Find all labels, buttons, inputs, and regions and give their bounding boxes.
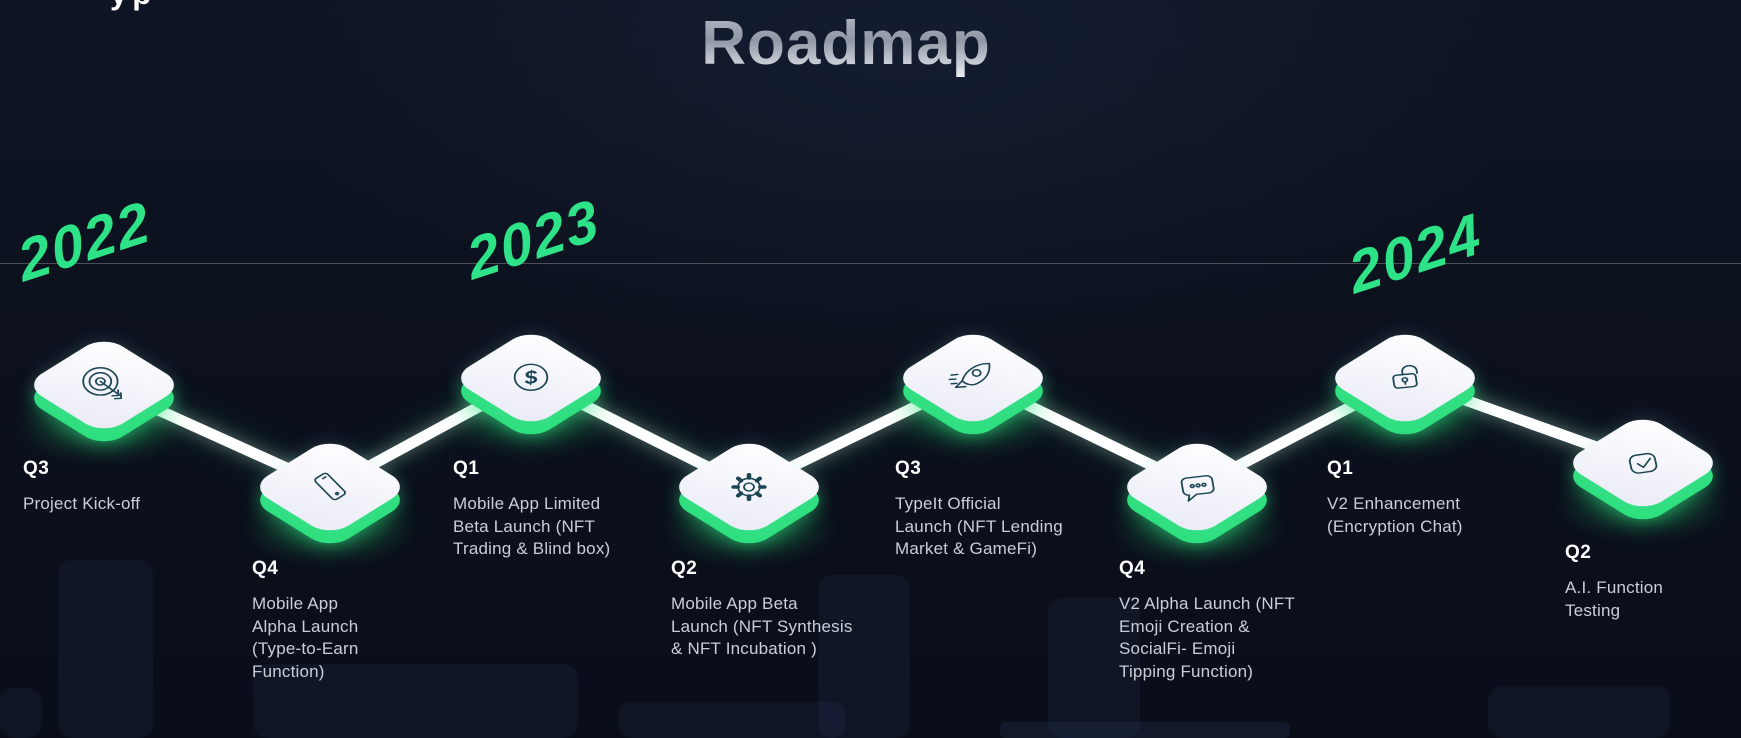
logo-fragment: yp [110,0,156,12]
milestone-text: Q3 TypeIt Official Launch (NFT Lending M… [895,458,1077,561]
milestone-text: Q3 Project Kick-off [23,458,205,516]
background-shape [618,702,846,738]
svg-text:$: $ [521,366,540,389]
page-title: Roadmap [701,9,991,78]
milestone-description: TypeIt Official Launch (NFT Lending Mark… [895,494,1063,558]
milestone-text: Q1 V2 Enhancement (Encryption Chat) [1327,458,1509,538]
milestone-text: Q4 V2 Alpha Launch (NFT Emoji Creation &… [1119,558,1301,683]
gear-icon [692,442,806,532]
smartphone-icon [273,442,387,532]
year-label-2024: 2024 [1343,200,1488,307]
milestone-text: Q1 Mobile App Limited Beta Launch (NFT T… [453,458,635,561]
rocket-icon [916,333,1030,423]
milestone-description: Mobile App Limited Beta Launch (NFT Trad… [453,494,611,558]
tile-face [668,437,830,537]
dollar-icon: $ [474,333,588,423]
milestone-description: Project Kick-off [23,494,141,513]
background-shape [0,688,42,738]
quarter-label: Q1 [1327,458,1354,479]
milestone-description: V2 Alpha Launch (NFT Emoji Creation & So… [1119,594,1295,681]
tile-face [892,328,1054,428]
quarter-label: Q3 [895,458,922,479]
milestone-description: Mobile App Beta Launch (NFT Synthesis & … [671,594,853,658]
background-shape [1048,598,1140,738]
quarter-label: Q2 [1565,542,1592,563]
quarter-label: Q4 [252,558,279,579]
tile-face [249,437,411,537]
milestone-description: Mobile App Alpha Launch (Type-to-Earn Fu… [252,594,359,681]
tile-face [23,335,185,435]
background-shape [1488,686,1670,738]
chat-bubble-icon [1140,442,1254,532]
background-shape [253,664,578,738]
check-icon [1586,418,1700,508]
background-shape [1000,722,1290,738]
background-shape [58,560,153,738]
year-label-2023: 2023 [461,186,606,293]
timeline-axis-line [0,263,1741,264]
tile-face [1324,328,1486,428]
tile-face [1562,413,1724,513]
quarter-label: Q4 [1119,558,1146,579]
milestone-text: Q2 A.I. Function Testing [1565,542,1741,622]
quarter-label: Q1 [453,458,480,479]
milestone-text: Q4 Mobile App Alpha Launch (Type-to-Earn… [252,558,434,683]
tile-face: $ [450,328,612,428]
quarter-label: Q2 [671,558,698,579]
background-shape [818,575,910,738]
lock-icon [1348,333,1462,423]
tile-face [1116,437,1278,537]
milestone-description: A.I. Function Testing [1565,578,1664,620]
year-label-2022: 2022 [12,188,157,295]
quarter-label: Q3 [23,458,50,479]
milestone-text: Q2 Mobile App Beta Launch (NFT Synthesis… [671,558,853,661]
milestone-description: V2 Enhancement (Encryption Chat) [1327,494,1463,536]
target-icon [47,340,161,430]
